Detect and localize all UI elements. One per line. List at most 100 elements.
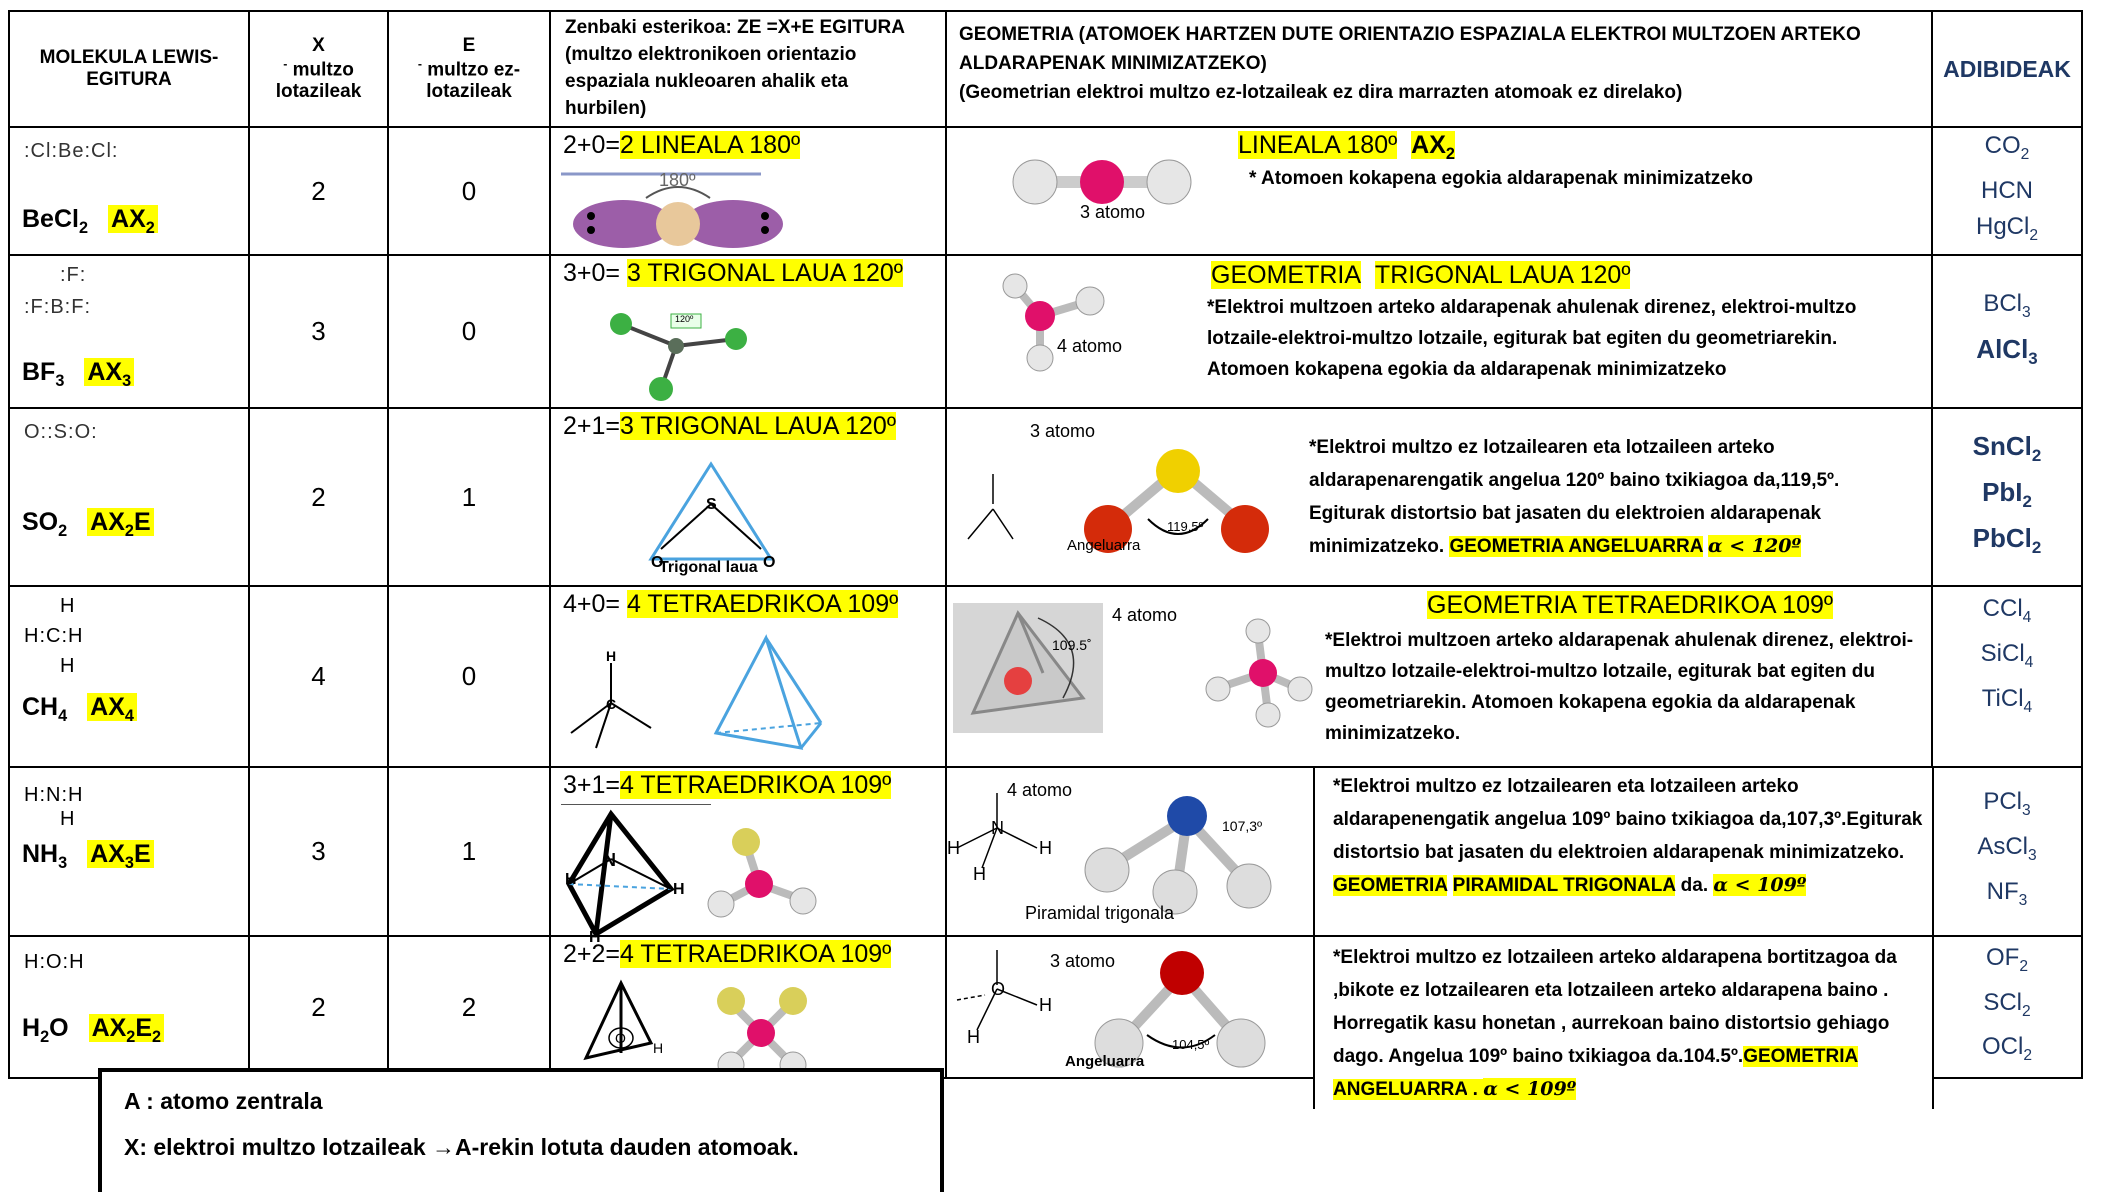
x-count: 3 xyxy=(248,254,389,409)
trigonal-molecule-model xyxy=(1002,273,1105,372)
x-count: 4 xyxy=(248,585,389,768)
legend-line: X: elektroi multzo lotzaileak →A-rekin l… xyxy=(124,1134,799,1160)
header-molecule: MOLEKULA LEWIS-EGITURA xyxy=(8,10,250,128)
ze-cell: 4+0= 4 TETRAEDRIKOA 109º H C xyxy=(549,585,947,768)
atom-count: 3 atomo xyxy=(1050,951,1116,971)
shape-name: Trigonal laua xyxy=(659,559,758,576)
geometry-description: *Elektroi multzo ez lotzaileen arteko al… xyxy=(1333,947,1897,1100)
svg-text:H: H xyxy=(973,864,986,884)
svg-text:H: H xyxy=(565,871,577,888)
svg-text:O: O xyxy=(991,979,1005,999)
description-box: *Elektroi multzo ez lotzailearen eta lot… xyxy=(1313,766,1934,940)
svg-text:O: O xyxy=(615,1030,626,1046)
e-count: 1 xyxy=(387,766,551,937)
svg-text:H: H xyxy=(1039,838,1052,858)
geometry-description: *Elektroi multzoen arteko aldarapenak ah… xyxy=(1207,297,1857,380)
geometry-cell: 3 atomo O H H 104,5º Angeluarra *E xyxy=(945,935,1934,1109)
x-count: 2 xyxy=(248,935,389,1079)
svg-text:H: H xyxy=(606,648,616,664)
header-geometry: GEOMETRIA (ATOMOEK HARTZEN DUTE ORIENTAZ… xyxy=(945,10,1933,128)
lewis-structure: :Cl:Be:Cl: xyxy=(24,140,119,162)
geometry-description: *Elektroi multzo ez lotzailearen eta lot… xyxy=(1309,437,1840,557)
geometry-description: * Atomoen kokapena egokia aldarapenak mi… xyxy=(1249,168,1754,189)
tetrahedral-diagram: H C xyxy=(570,634,823,750)
tetrahedral-model xyxy=(953,603,1313,733)
header-steric-number: Zenbaki esterikoa: ZE =X+E EGITURA (mult… xyxy=(549,10,947,128)
lewis-structure: :F:B:F: xyxy=(24,296,91,318)
shape-name: Angeluarra xyxy=(1067,537,1141,554)
atom-count: 4 atomo xyxy=(1007,780,1073,800)
header-e: E- multzo ez- lotazileak xyxy=(387,10,551,128)
svg-text:O: O xyxy=(763,554,775,571)
x-count: 3 xyxy=(248,766,389,937)
svg-text:N: N xyxy=(991,818,1004,838)
svg-text:H: H xyxy=(947,838,960,858)
atom-count: 3 atomo xyxy=(1080,202,1146,222)
svg-text:H: H xyxy=(1039,995,1052,1015)
legend-line: A : atomo zentrala xyxy=(124,1088,323,1114)
geometry-description: *Elektroi multzoen arteko aldarapenak ah… xyxy=(1325,630,1914,744)
ze-cell: 3+1=4 TETRAEDRIKOA 109º N H H H xyxy=(549,766,947,944)
bent-molecule-model xyxy=(967,449,1269,553)
trigonal-orbital-diagram xyxy=(610,313,747,401)
examples-cell: CCl4 SiCl4 TiCl4 xyxy=(1931,585,2083,768)
ze-cell: 2+0=2 LINEALA 180º 180º xyxy=(549,126,947,256)
x-count: 2 xyxy=(248,407,389,587)
header-x: X- multzo lotazileak xyxy=(248,10,389,128)
svg-text:C: C xyxy=(606,696,616,712)
angle-label: 104,5º xyxy=(1172,1037,1210,1052)
lewis-structure: H:C:H xyxy=(24,625,84,647)
lewis-structure: H:O:H xyxy=(24,951,85,973)
svg-text:N: N xyxy=(603,850,616,870)
svg-text:O: O xyxy=(651,554,663,571)
legend-box: A : atomo zentrala X: elektroi multzo lo… xyxy=(98,1068,944,1192)
linear-orbital-diagram xyxy=(561,172,783,248)
geometry-cell: 4 atomo N H H H 107,3º Piramidal trigona… xyxy=(945,766,1934,940)
atom-count: 4 atomo xyxy=(1057,336,1123,356)
e-count: 0 xyxy=(387,254,551,409)
vsepr-table: MOLEKULA LEWIS-EGITURA X- multzo lotazil… xyxy=(8,10,2083,1109)
e-count: 0 xyxy=(387,126,551,256)
pyramidal-molecule-model: N H H H xyxy=(947,793,1272,915)
geometry-cell: 3 atomo LINEALA 180º AX2 * Atomoen kokap… xyxy=(945,126,1933,256)
examples-cell: OF2 SCl2 OCl2 xyxy=(1931,935,2083,1079)
e-count: 1 xyxy=(387,407,551,587)
angle-label: 107,3º xyxy=(1222,818,1263,834)
trigonal-planar-diagram: S O O xyxy=(648,461,775,571)
geometry-cell: 4 atomo GEOMETRIA TRIGONAL LAUA 120º *El… xyxy=(945,254,1933,409)
trigonal-pyramid-diagram: N H H H xyxy=(561,804,817,944)
description-box: *Elektroi multzo ez lotzaileen arteko al… xyxy=(1313,935,1934,1109)
e-count: 2 xyxy=(387,935,551,1079)
lewis-structure: O::S:O: xyxy=(24,421,98,443)
angle-label: 180º xyxy=(659,170,696,190)
ze-cell: 2+1=3 TRIGONAL LAUA 120º S O O Trigonal … xyxy=(549,407,947,587)
ze-cell: 2+2=4 TETRAEDRIKOA 109º O H xyxy=(549,935,947,1079)
bent-tetrahedral-diagram: O H xyxy=(583,979,807,1079)
angle-label: 119,5º xyxy=(1167,519,1204,534)
examples-cell: SnCl2 PbI2 PbCl2 xyxy=(1931,407,2083,587)
e-count: 0 xyxy=(387,585,551,768)
angle-label: 120º xyxy=(675,314,694,324)
examples-cell: BCl3 AlCl3 xyxy=(1931,254,2083,409)
geometry-description: *Elektroi multzo ez lotzailearen eta lot… xyxy=(1333,776,1923,896)
svg-text:H: H xyxy=(967,1027,980,1047)
examples-cell: CO2 HCN HgCl2 xyxy=(1931,126,2083,256)
header-examples: ADIBIDEAK xyxy=(1931,10,2083,128)
ze-cell: 3+0= 3 TRIGONAL LAUA 120º 120º xyxy=(549,254,947,409)
angle-label: 109.5˚ xyxy=(1052,637,1092,653)
atom-count: 4 atomo xyxy=(1112,605,1178,625)
